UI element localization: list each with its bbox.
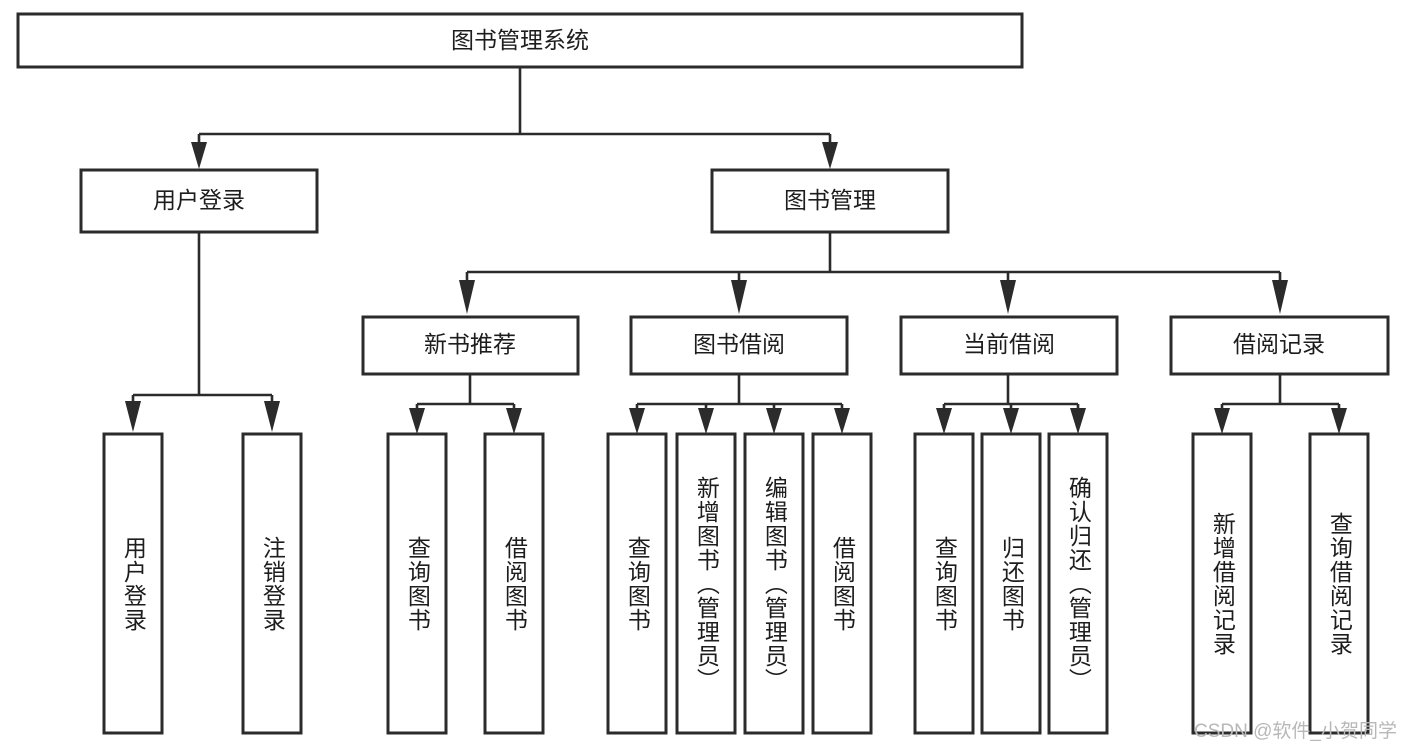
- node-label-leaf-user-login: 用户登录: [120, 535, 147, 632]
- node-box-borrow-record[interactable]: [1169, 315, 1390, 376]
- leaf-label-wrap-query-record: 查询借阅记录: [1310, 434, 1368, 733]
- arrow-icon-leaf-return-book: [1003, 408, 1019, 434]
- leaf-label-wrap-edit-book: 编辑图书（管理员）: [745, 434, 803, 733]
- connector-group-borrowrecord-to-leaves: [1214, 375, 1347, 434]
- arrow-icon-borrow-record: [1272, 280, 1288, 314]
- node-label-borrow-record: 借阅记录: [1233, 331, 1325, 357]
- arrow-icon-leaf-query-book-2: [629, 408, 645, 434]
- arrow-icon-leaf-user-login: [125, 401, 141, 432]
- leaf-label-wrap-return-book: 归还图书: [982, 434, 1040, 733]
- node-box-root[interactable]: [16, 12, 1024, 69]
- node-box-book-borrow[interactable]: [629, 315, 849, 376]
- node-box-leaf-add-record[interactable]: [1191, 432, 1253, 735]
- arrow-icon-leaf-confirm-return: [1070, 408, 1086, 434]
- node-label-leaf-borrow-book-2: 借阅图书: [829, 535, 856, 632]
- leaf-label-wrap-borrow-book-1: 借阅图书: [485, 434, 543, 733]
- node-label-leaf-borrow-book-1: 借阅图书: [501, 535, 528, 632]
- arrow-icon-leaf-query-book-3: [936, 408, 952, 434]
- node-box-leaf-borrow-book-1[interactable]: [483, 432, 545, 735]
- node-label-new-book-recommend: 新书推荐: [424, 331, 516, 357]
- leaf-label-wrap-query-book-1: 查询图书: [388, 434, 446, 733]
- arrow-icon-leaf-user-logout: [264, 401, 280, 432]
- leaf-label-wrap-query-book-2: 查询图书: [608, 434, 666, 733]
- node-box-leaf-edit-book[interactable]: [743, 432, 805, 735]
- connector-group-bookmanage-to-level3: [459, 233, 1288, 314]
- node-label-leaf-add-book: 新增图书（管理员）: [693, 475, 720, 692]
- node-box-book-manage[interactable]: [710, 168, 950, 234]
- node-label-current-borrow: 当前借阅: [963, 331, 1055, 357]
- node-box-leaf-confirm-return[interactable]: [1047, 432, 1109, 735]
- leaf-label-wrap-add-record: 新增借阅记录: [1193, 434, 1251, 733]
- node-label-leaf-confirm-return: 确认归还（管理员）: [1065, 475, 1092, 692]
- node-label-leaf-query-book-1: 查询图书: [404, 535, 431, 632]
- leaf-label-wrap-add-book: 新增图书（管理员）: [677, 434, 735, 733]
- node-box-user-login[interactable]: [79, 168, 319, 234]
- node-box-leaf-query-book-3[interactable]: [913, 432, 975, 735]
- arrow-icon-leaf-query-book-1: [409, 408, 425, 434]
- arrow-icon-current-borrow: [1000, 280, 1016, 314]
- leaf-label-wrap-query-book-3: 查询图书: [915, 434, 973, 733]
- node-box-new-book-recommend[interactable]: [361, 315, 580, 376]
- connector-group-newbook-to-leaves: [409, 375, 522, 434]
- arrow-icon-leaf-borrow-book-2: [834, 408, 850, 434]
- connector-group-currentborrow-to-leaves: [936, 375, 1086, 434]
- arrow-icon-user-login: [191, 142, 207, 169]
- node-box-leaf-query-book-2[interactable]: [606, 432, 668, 735]
- arrow-icon-leaf-edit-book: [766, 408, 782, 434]
- arrow-icon-book-manage: [822, 142, 838, 169]
- node-box-leaf-borrow-book-2[interactable]: [811, 432, 873, 735]
- node-label-book-manage: 图书管理: [784, 187, 876, 213]
- leaf-label-wrap-user-login: 用户登录: [104, 434, 162, 733]
- node-box-leaf-query-book-1[interactable]: [386, 432, 448, 735]
- watermark-text: CSDN @软件_小贺同学: [1194, 721, 1397, 742]
- arrow-icon-leaf-add-record: [1214, 408, 1230, 434]
- node-box-leaf-user-login[interactable]: [102, 432, 164, 735]
- node-label-leaf-query-record: 查询借阅记录: [1326, 511, 1353, 656]
- node-label-leaf-query-book-2: 查询图书: [624, 535, 651, 632]
- node-box-leaf-add-book[interactable]: [675, 432, 737, 735]
- node-label-book-borrow: 图书借阅: [693, 331, 785, 357]
- leaf-label-wrap-user-logout: 注销登录: [243, 434, 301, 733]
- connector-group-bookborrow-to-leaves: [629, 375, 850, 434]
- node-label-root: 图书管理系统: [451, 27, 589, 53]
- node-label-leaf-return-book: 归还图书: [998, 535, 1025, 632]
- arrow-icon-leaf-query-record: [1331, 408, 1347, 434]
- node-label-leaf-query-book-3: 查询图书: [931, 535, 958, 632]
- connector-group-root-to-level2: [191, 68, 838, 169]
- node-box-leaf-query-record[interactable]: [1308, 432, 1370, 735]
- leaf-label-wrap-borrow-book-2: 借阅图书: [813, 434, 871, 733]
- node-label-user-login: 用户登录: [153, 187, 245, 213]
- arrow-icon-new-book: [459, 280, 475, 314]
- node-box-leaf-return-book[interactable]: [980, 432, 1042, 735]
- node-box-current-borrow[interactable]: [899, 315, 1119, 376]
- node-label-leaf-edit-book: 编辑图书（管理员）: [761, 475, 788, 692]
- leaf-label-wrap-confirm-return: 确认归还（管理员）: [1049, 434, 1107, 733]
- node-label-leaf-user-logout: 注销登录: [259, 535, 286, 632]
- arrow-icon-book-borrow: [731, 280, 747, 314]
- arrow-icon-leaf-add-book: [698, 408, 714, 434]
- arrow-icon-leaf-borrow-book-1: [506, 408, 522, 434]
- connector-group-userlogin-to-leaves: [125, 233, 280, 432]
- node-box-leaf-user-logout[interactable]: [241, 432, 303, 735]
- node-label-leaf-add-record: 新增借阅记录: [1209, 511, 1236, 656]
